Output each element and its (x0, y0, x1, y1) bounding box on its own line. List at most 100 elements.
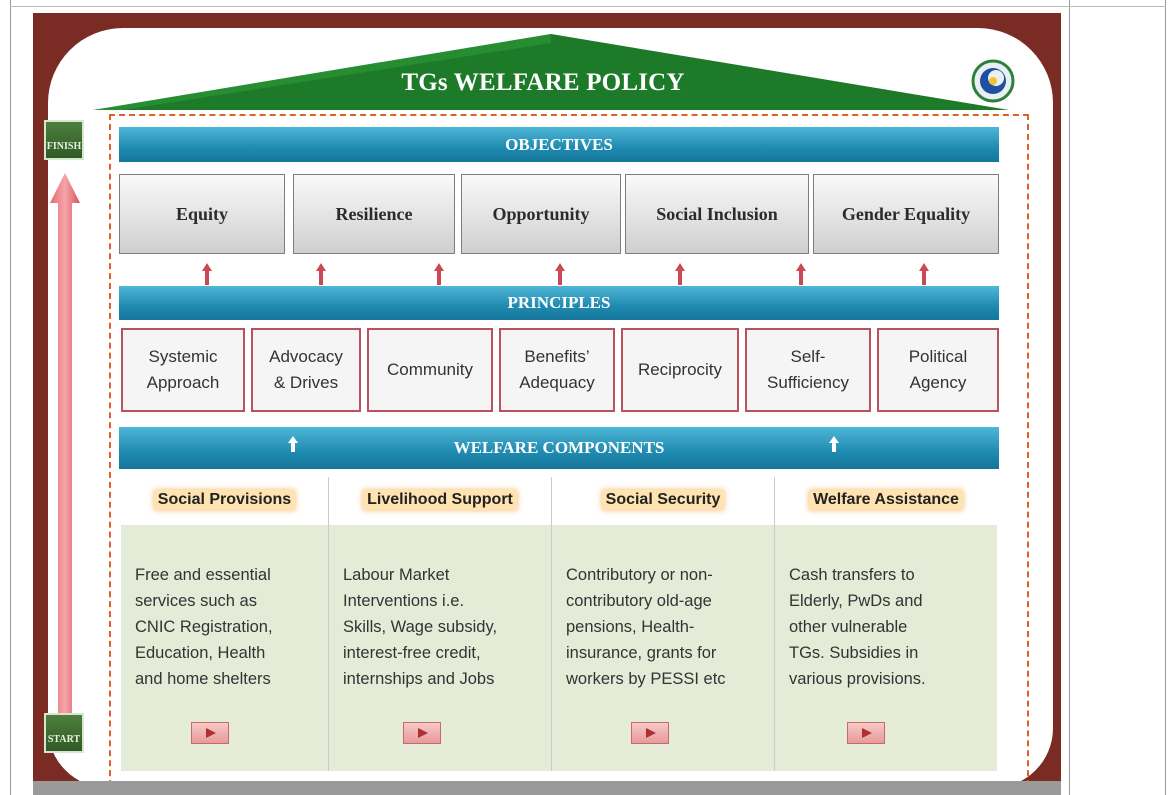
start-icon-label: START (47, 734, 81, 745)
principle-benefits-adequacy: Benefits’ Adequacy (499, 328, 615, 412)
principle-line: Agency (909, 373, 967, 392)
frame-right-line-outer (1165, 0, 1166, 795)
principle-line: Systemic (148, 347, 218, 366)
component-text-line: Skills, Wage subsidy, (343, 618, 498, 636)
component-divider (551, 477, 552, 771)
principle-line: Sufficiency (767, 373, 849, 392)
principle-advocacy-drives: Advocacy & Drives (251, 328, 361, 412)
finish-icon: FINISH (44, 120, 84, 160)
component-divider (328, 477, 329, 771)
component-text-line: and home shelters (135, 670, 271, 688)
component-body-social-provisions: Free and essential services such as CNIC… (121, 525, 328, 771)
principle-line: Benefits’ (524, 347, 590, 366)
principles-band: PRINCIPLES (119, 286, 999, 320)
component-text-line: workers by PESSI etc (566, 670, 726, 688)
component-text-line: Cash transfers to (789, 566, 915, 584)
welfare-components-heading: WELFARE COMPONENTS (453, 438, 665, 457)
up-arrow-icon (288, 436, 298, 452)
component-text-line: Contributory or non- (566, 566, 713, 584)
component-text-line: various provisions. (789, 670, 926, 688)
slide-bottom-strip (33, 781, 1061, 795)
objectives-heading: OBJECTIVES (505, 135, 613, 154)
play-icon (418, 728, 428, 738)
component-header-social-security: Social Security (552, 477, 774, 523)
play-icon (646, 728, 656, 738)
principle-line: Political (908, 347, 968, 366)
roof-shape (93, 34, 1009, 110)
objective-resilience: Resilience (293, 174, 455, 254)
play-button-livelihood-support[interactable] (403, 722, 441, 744)
up-arrow-icon (555, 263, 565, 285)
start-to-finish-arrow (50, 173, 80, 713)
component-text-line: other vulnerable (789, 618, 908, 636)
play-button-social-security[interactable] (631, 722, 669, 744)
component-text-line: services such as (135, 592, 257, 610)
principle-community: Community (367, 328, 493, 412)
objective-label: Equity (175, 203, 229, 224)
objective-label: Gender Equality (841, 203, 971, 224)
principle-line: Reciprocity (637, 360, 723, 379)
principle-line: Community (387, 360, 473, 379)
objective-social-inclusion: Social Inclusion (625, 174, 809, 254)
up-arrow-icon (829, 436, 839, 452)
policy-slide: TGs WELFARE POLICY FINISH START OBJECTIV… (33, 13, 1061, 795)
component-text-line: pensions, Health- (566, 618, 695, 636)
up-arrow-icon (675, 263, 685, 285)
principle-self-sufficiency: Self- Sufficiency (745, 328, 871, 412)
component-title: Livelihood Support (363, 490, 517, 510)
objectives-band: OBJECTIVES (119, 127, 999, 162)
component-text-line: Education, Health (135, 644, 266, 662)
component-title: Social Security (601, 490, 725, 510)
component-header-welfare-assistance: Welfare Assistance (775, 477, 997, 523)
circular-emblem-icon (971, 59, 1015, 103)
play-icon (862, 728, 872, 738)
component-title: Welfare Assistance (809, 490, 963, 510)
principles-heading: PRINCIPLES (507, 293, 611, 312)
objective-gender-equality: Gender Equality (813, 174, 999, 254)
principle-line: Self- (790, 347, 826, 366)
component-text-line: internships and Jobs (343, 670, 495, 688)
objective-label: Opportunity (492, 203, 590, 224)
component-body-welfare-assistance: Cash transfers to Elderly, PwDs and othe… (775, 525, 997, 771)
play-button-social-provisions[interactable] (191, 722, 229, 744)
frame-right-line (1069, 0, 1070, 795)
component-text-line: Interventions i.e. (343, 592, 465, 610)
component-header-livelihood-support: Livelihood Support (329, 477, 551, 523)
component-text-line: TGs. Subsidies in (789, 644, 919, 662)
objective-label: Resilience (335, 203, 413, 224)
component-title: Social Provisions (153, 490, 296, 510)
policy-dashed-frame (109, 114, 1029, 795)
component-text-line: insurance, grants for (566, 644, 717, 662)
principle-line: Advocacy (269, 347, 343, 366)
component-text-line: Elderly, PwDs and (789, 592, 923, 610)
up-arrow-icon (919, 263, 929, 285)
welfare-components-band: WELFARE COMPONENTS (119, 427, 999, 469)
component-text-line: interest-free credit, (343, 644, 481, 662)
play-icon (206, 728, 216, 738)
objective-label: Social Inclusion (656, 203, 778, 224)
finish-icon-label: FINISH (46, 141, 82, 152)
frame-top-line (10, 6, 1166, 7)
start-icon: START (44, 713, 84, 753)
up-arrow-icon (434, 263, 444, 285)
component-header-social-provisions: Social Provisions (121, 477, 328, 523)
principle-line: & Drives (273, 373, 339, 392)
component-text-line: Labour Market (343, 566, 450, 584)
policy-title: TGs WELFARE POLICY (401, 69, 685, 96)
frame-left-line (10, 0, 11, 795)
up-arrow-icon (202, 263, 212, 285)
objective-equity: Equity (119, 174, 285, 254)
up-arrow-icon (796, 263, 806, 285)
objective-opportunity: Opportunity (461, 174, 621, 254)
component-text-line: Free and essential (135, 566, 271, 584)
principle-line: Adequacy (519, 373, 595, 392)
play-button-welfare-assistance[interactable] (847, 722, 885, 744)
component-text-line: contributory old-age (566, 592, 712, 610)
component-divider (774, 477, 775, 771)
up-arrow-icon (316, 263, 326, 285)
component-text-line: CNIC Registration, (135, 618, 273, 636)
principle-line: Approach (146, 373, 220, 392)
principle-reciprocity: Reciprocity (621, 328, 739, 412)
